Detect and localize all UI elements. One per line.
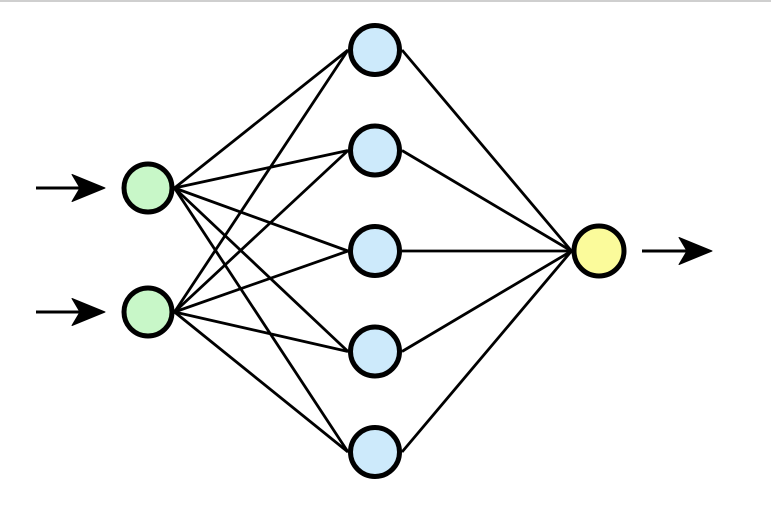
- input-node-i2: [121, 285, 175, 339]
- edge-i2-h5: [173, 310, 349, 454]
- edge-i1-h2: [174, 149, 349, 190]
- hidden-node-h5: [348, 425, 402, 479]
- hidden-node-h2: [348, 123, 402, 178]
- edge-i2-h3: [174, 249, 349, 314]
- top-border-line: [0, 0, 771, 2]
- edge-h5-o1: [400, 250, 573, 453]
- edge-h2-o1: [401, 149, 573, 253]
- edge-i2-h2: [173, 149, 349, 314]
- edge-i1-h4: [173, 186, 349, 353]
- hidden-node-h1: [348, 23, 402, 77]
- input-arrow-2-head-icon: [71, 298, 106, 326]
- hidden-node-h4: [348, 324, 402, 379]
- edge-i2-h1: [173, 49, 350, 313]
- output-node-o1: [571, 223, 627, 279]
- input-node-i1: [121, 161, 175, 215]
- edge-i2-h4: [174, 310, 349, 353]
- edge-i1-h1: [173, 48, 349, 190]
- edge-i1-h3: [174, 186, 349, 253]
- edge-h1-o1: [400, 49, 573, 252]
- input-arrow-1-head-icon: [71, 174, 106, 202]
- edge-h4-o1: [401, 249, 573, 353]
- edge-i1-h5: [173, 187, 350, 453]
- hidden-node-h3: [348, 224, 402, 278]
- output-arrow-head-icon: [678, 237, 713, 265]
